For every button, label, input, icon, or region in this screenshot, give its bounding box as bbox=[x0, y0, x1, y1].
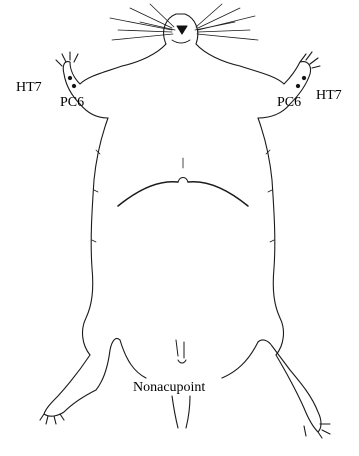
rib-marking-left bbox=[118, 182, 178, 206]
whiskers bbox=[110, 4, 258, 40]
left-paw bbox=[56, 52, 78, 66]
nose bbox=[177, 26, 187, 34]
acupoint-label-ht7-left: HT7 bbox=[16, 81, 42, 95]
inner-thigh-left bbox=[120, 340, 146, 378]
nonacupoint-label: Nonacupoint bbox=[133, 381, 205, 395]
left-hindlimb bbox=[44, 350, 110, 416]
acupoint-label-pc6-right: PC6 bbox=[277, 96, 301, 110]
torso-left-side bbox=[83, 118, 108, 355]
genital-marking bbox=[176, 340, 186, 363]
acupoint-label-pc6-left: PC6 bbox=[60, 96, 84, 110]
torso-right-side bbox=[258, 118, 283, 355]
acupoint-label-ht7-right: HT7 bbox=[316, 89, 342, 103]
tail-base bbox=[172, 396, 190, 428]
inner-thigh-right bbox=[222, 342, 258, 378]
left-hind-paw bbox=[40, 414, 64, 424]
rib-marking-right bbox=[188, 182, 248, 206]
right-hindlimb bbox=[272, 346, 321, 432]
